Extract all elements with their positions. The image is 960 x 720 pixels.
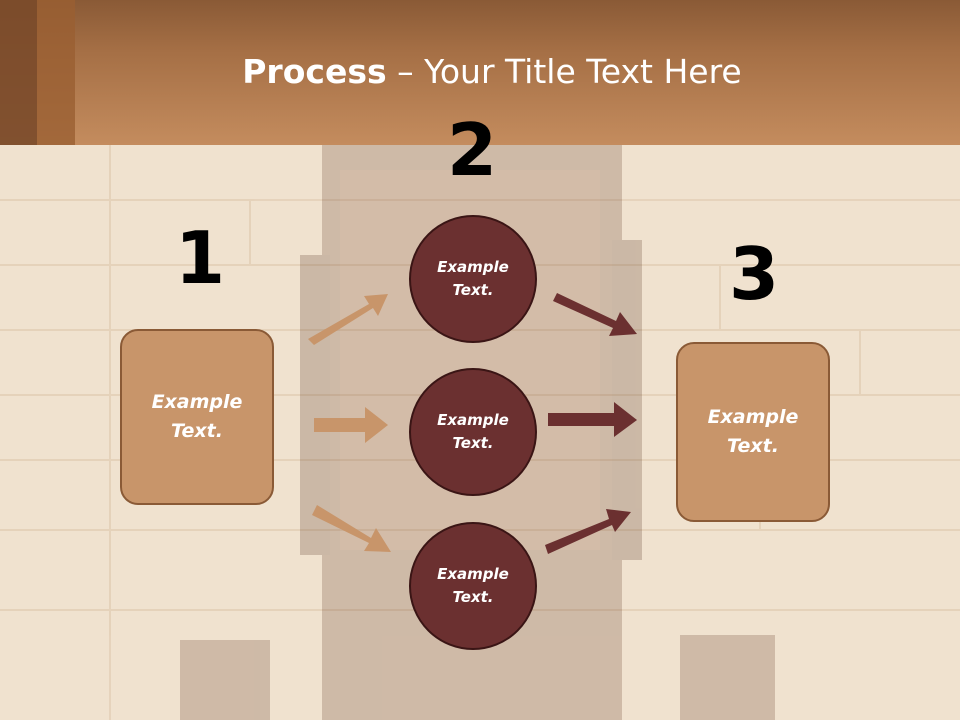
step-3-box: Example Text. [676,342,830,522]
step-2-circle-top: Example Text. [409,215,537,343]
arrow-left-to-middle [314,407,388,443]
arrow-top-to-right [553,293,637,336]
arrow-left-to-bottom [312,505,391,552]
step-2-circle-middle: Example Text. [409,368,537,496]
step-number-2: 2 [446,108,498,192]
arrow-bottom-to-right [545,509,631,554]
step-1-text: Example Text. [151,391,243,442]
header-accent-strip [37,0,75,145]
title-rest: – Your Title Text Here [386,52,742,91]
step-3-text: Example Text. [707,406,799,457]
header-accent-strip [0,0,37,145]
circle-bottom-text: Example Text. [437,565,509,606]
slide-title: Process – Your Title Text Here [0,52,960,91]
circle-top-text: Example Text. [437,258,509,299]
arrow-left-to-top [308,294,388,345]
step-number-1: 1 [174,216,226,300]
step-1-box: Example Text. [120,329,274,505]
title-bar [0,0,960,145]
circle-middle-text: Example Text. [437,411,509,452]
step-2-circle-bottom: Example Text. [409,522,537,650]
arrow-middle-to-right [548,402,637,437]
title-bold: Process [242,52,387,91]
step-number-3: 3 [728,232,780,316]
